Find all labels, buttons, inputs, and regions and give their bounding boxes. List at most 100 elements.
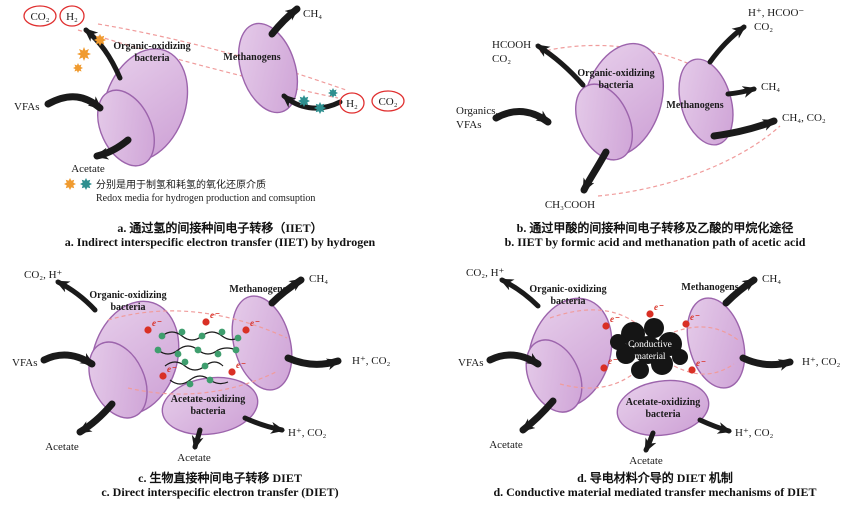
- teal-redox-star-group: [298, 88, 338, 114]
- red-circle-h2-right: [339, 92, 365, 114]
- arrow-h-co2-right-out: [284, 354, 342, 371]
- label-methanogens: Methanogens: [229, 284, 286, 295]
- arrow-ch4-co2-out: [710, 117, 778, 140]
- label-products-top: H⁺, HCOO⁻: [748, 7, 804, 19]
- electron-label: e⁻: [210, 310, 220, 320]
- caption-d: d. 导电材料介导的 DIET 机制 d. Conductive materia…: [448, 471, 862, 500]
- label-conductive-2: material: [634, 352, 665, 362]
- label-acetate-left: Acetate: [489, 439, 523, 451]
- electron-label: e⁻: [152, 318, 162, 328]
- organic-oxidizing-cell: [88, 300, 180, 419]
- label-ch3cooh: CH₃COOH: [545, 199, 595, 211]
- arrow-acetate-bottom-out: [643, 430, 657, 453]
- arrow-h-co2-right-out: [739, 354, 794, 371]
- label-acetate-oxidizing-1: Acetate-oxidizing: [626, 397, 700, 408]
- panel-b: HCOOH CO₂ Organic-oxidizing bacteria H⁺,…: [448, 0, 862, 220]
- label-ch4: CH₄: [761, 81, 780, 93]
- arrow-h-co2-bottom-out: [697, 417, 732, 434]
- label-co2-left: CO₂: [492, 53, 511, 65]
- label-co2-h: CO₂, H⁺: [24, 269, 63, 281]
- label-organic-bacteria-1: Organic-oxidizing: [529, 284, 606, 295]
- label-organic-bacteria-2: bacteria: [551, 296, 586, 307]
- dashed-electron-line-1: [107, 310, 288, 339]
- red-circle-co2-right: [371, 90, 405, 112]
- arrow-vfas-in: [44, 93, 104, 112]
- organic-oxidizing-cell: [575, 42, 665, 161]
- caption-a-cn: a. 通过氢的间接种间电子转移（IIET）: [117, 221, 323, 235]
- label-ch4: CH₄: [762, 273, 781, 285]
- label-ch4: CH₄: [309, 273, 328, 285]
- organic-oxidizing-cell: [525, 297, 613, 413]
- label-organic-bacteria-2: bacteria: [111, 302, 146, 313]
- arrow-h-co2-bottom-out: [242, 415, 285, 434]
- label-vfas: VFAs: [12, 357, 37, 369]
- caption-b-en: b. IIET by formic acid and methanation p…: [504, 235, 806, 250]
- label-co2-right: CO₂: [378, 96, 397, 108]
- label-organic-bacteria-2: bacteria: [135, 53, 170, 64]
- caption-d-en: d. Conductive material mediated transfer…: [493, 485, 817, 500]
- arrow-vfas-in: [486, 351, 542, 368]
- label-organic-bacteria-1: Organic-oxidizing: [113, 41, 190, 52]
- label-h2-right: H₂: [346, 98, 358, 110]
- label-acetate-oxidizing-1: Acetate-oxidizing: [171, 394, 245, 405]
- dashed-electron-line-1: [549, 309, 643, 329]
- label-organic-bacteria-2: bacteria: [599, 80, 634, 91]
- label-vfas: VFAs: [458, 357, 483, 369]
- red-circle-co2-top: [23, 5, 57, 27]
- legend-orange-star-icon: [64, 178, 76, 190]
- panel-d: Conductive material e⁻ e⁻ e⁻ e⁻ e⁻ CO₂, …: [448, 258, 862, 470]
- arrow-vfas-in: [40, 351, 96, 368]
- label-vfas: VFAs: [456, 119, 481, 131]
- label-h2-top: H₂: [66, 11, 78, 23]
- electron-label: e⁻: [696, 358, 706, 368]
- electron-label: e⁻: [690, 312, 700, 322]
- label-co2-top: CO₂: [754, 21, 773, 33]
- label-acetate-bottom: Acetate: [177, 452, 211, 464]
- label-h-co2-right: H⁺, CO₂: [802, 356, 841, 368]
- label-acetate-bottom: Acetate: [629, 455, 663, 467]
- arrow-hcooh-out: [535, 43, 586, 88]
- label-organics: Organics,: [456, 105, 499, 117]
- dashed-electron-line-4: [673, 363, 735, 375]
- label-methanogens: Methanogens: [223, 52, 280, 63]
- legend-text-cn: 分别是用于制氢和耗氢的氧化还原介质: [96, 178, 266, 191]
- arrow-products-top: [707, 24, 747, 65]
- label-h-co2-bottom: H⁺, CO₂: [735, 427, 774, 439]
- electron-label: e⁻: [610, 314, 620, 324]
- methanogen-cell: [237, 22, 299, 114]
- label-organic-bacteria-1: Organic-oxidizing: [577, 68, 654, 79]
- arrow-ch4-out: [268, 276, 305, 307]
- orange-redox-star-group: [73, 34, 106, 73]
- caption-b-cn: b. 通过甲酸的间接种间电子转移及乙酸的甲烷化途径: [516, 221, 794, 235]
- methanogen-cell: [686, 297, 746, 389]
- arrow-co2-h-out: [499, 277, 541, 309]
- electron-label: e⁻: [654, 302, 664, 312]
- electron-label: e⁻: [250, 318, 260, 328]
- electron-markers: e⁻ e⁻ e⁻ e⁻ e⁻: [600, 302, 706, 374]
- electron-label: e⁻: [608, 356, 618, 366]
- arrow-acetate-left-out: [519, 397, 557, 434]
- arrow-h2-consumption: [281, 93, 343, 111]
- arrow-co2-h-out: [55, 279, 98, 313]
- arrow-organics-in: [492, 108, 552, 126]
- arrow-ch3cooh-out: [580, 148, 610, 194]
- electron-label: e⁻: [236, 360, 246, 370]
- label-acetate: Acetate: [71, 163, 105, 175]
- electron-markers: e⁻ e⁻ e⁻ e⁻ e⁻: [144, 310, 260, 380]
- legend: 分别是用于制氢和耗氢的氧化还原介质 Redox media for hydrog…: [64, 178, 315, 204]
- caption-c-en: c. Direct interspecific electron transfe…: [101, 485, 339, 500]
- caption-b: b. 通过甲酸的间接种间电子转移及乙酸的甲烷化途径 b. IIET by for…: [448, 221, 862, 250]
- label-conductive-1: Conductive: [628, 340, 672, 350]
- caption-a: a. 通过氢的间接种间电子转移（IIET） a. Indirect inters…: [0, 221, 440, 250]
- label-methanogens: Methanogens: [666, 100, 723, 111]
- acetate-oxidizing-cell: [161, 376, 259, 436]
- label-h-co2-bottom: H⁺, CO₂: [288, 427, 327, 439]
- label-vfas: VFAs: [14, 101, 39, 113]
- arrow-acetate-out: [93, 136, 132, 160]
- caption-a-en: a. Indirect interspecific electron trans…: [64, 235, 376, 250]
- label-acetate-oxidizing-2: bacteria: [646, 409, 681, 420]
- arrow-acetate-bottom-out: [191, 427, 204, 450]
- conductive-material-blobs: [610, 318, 688, 379]
- dashed-electron-line-2: [127, 371, 277, 395]
- arrow-ch4-out: [725, 86, 757, 98]
